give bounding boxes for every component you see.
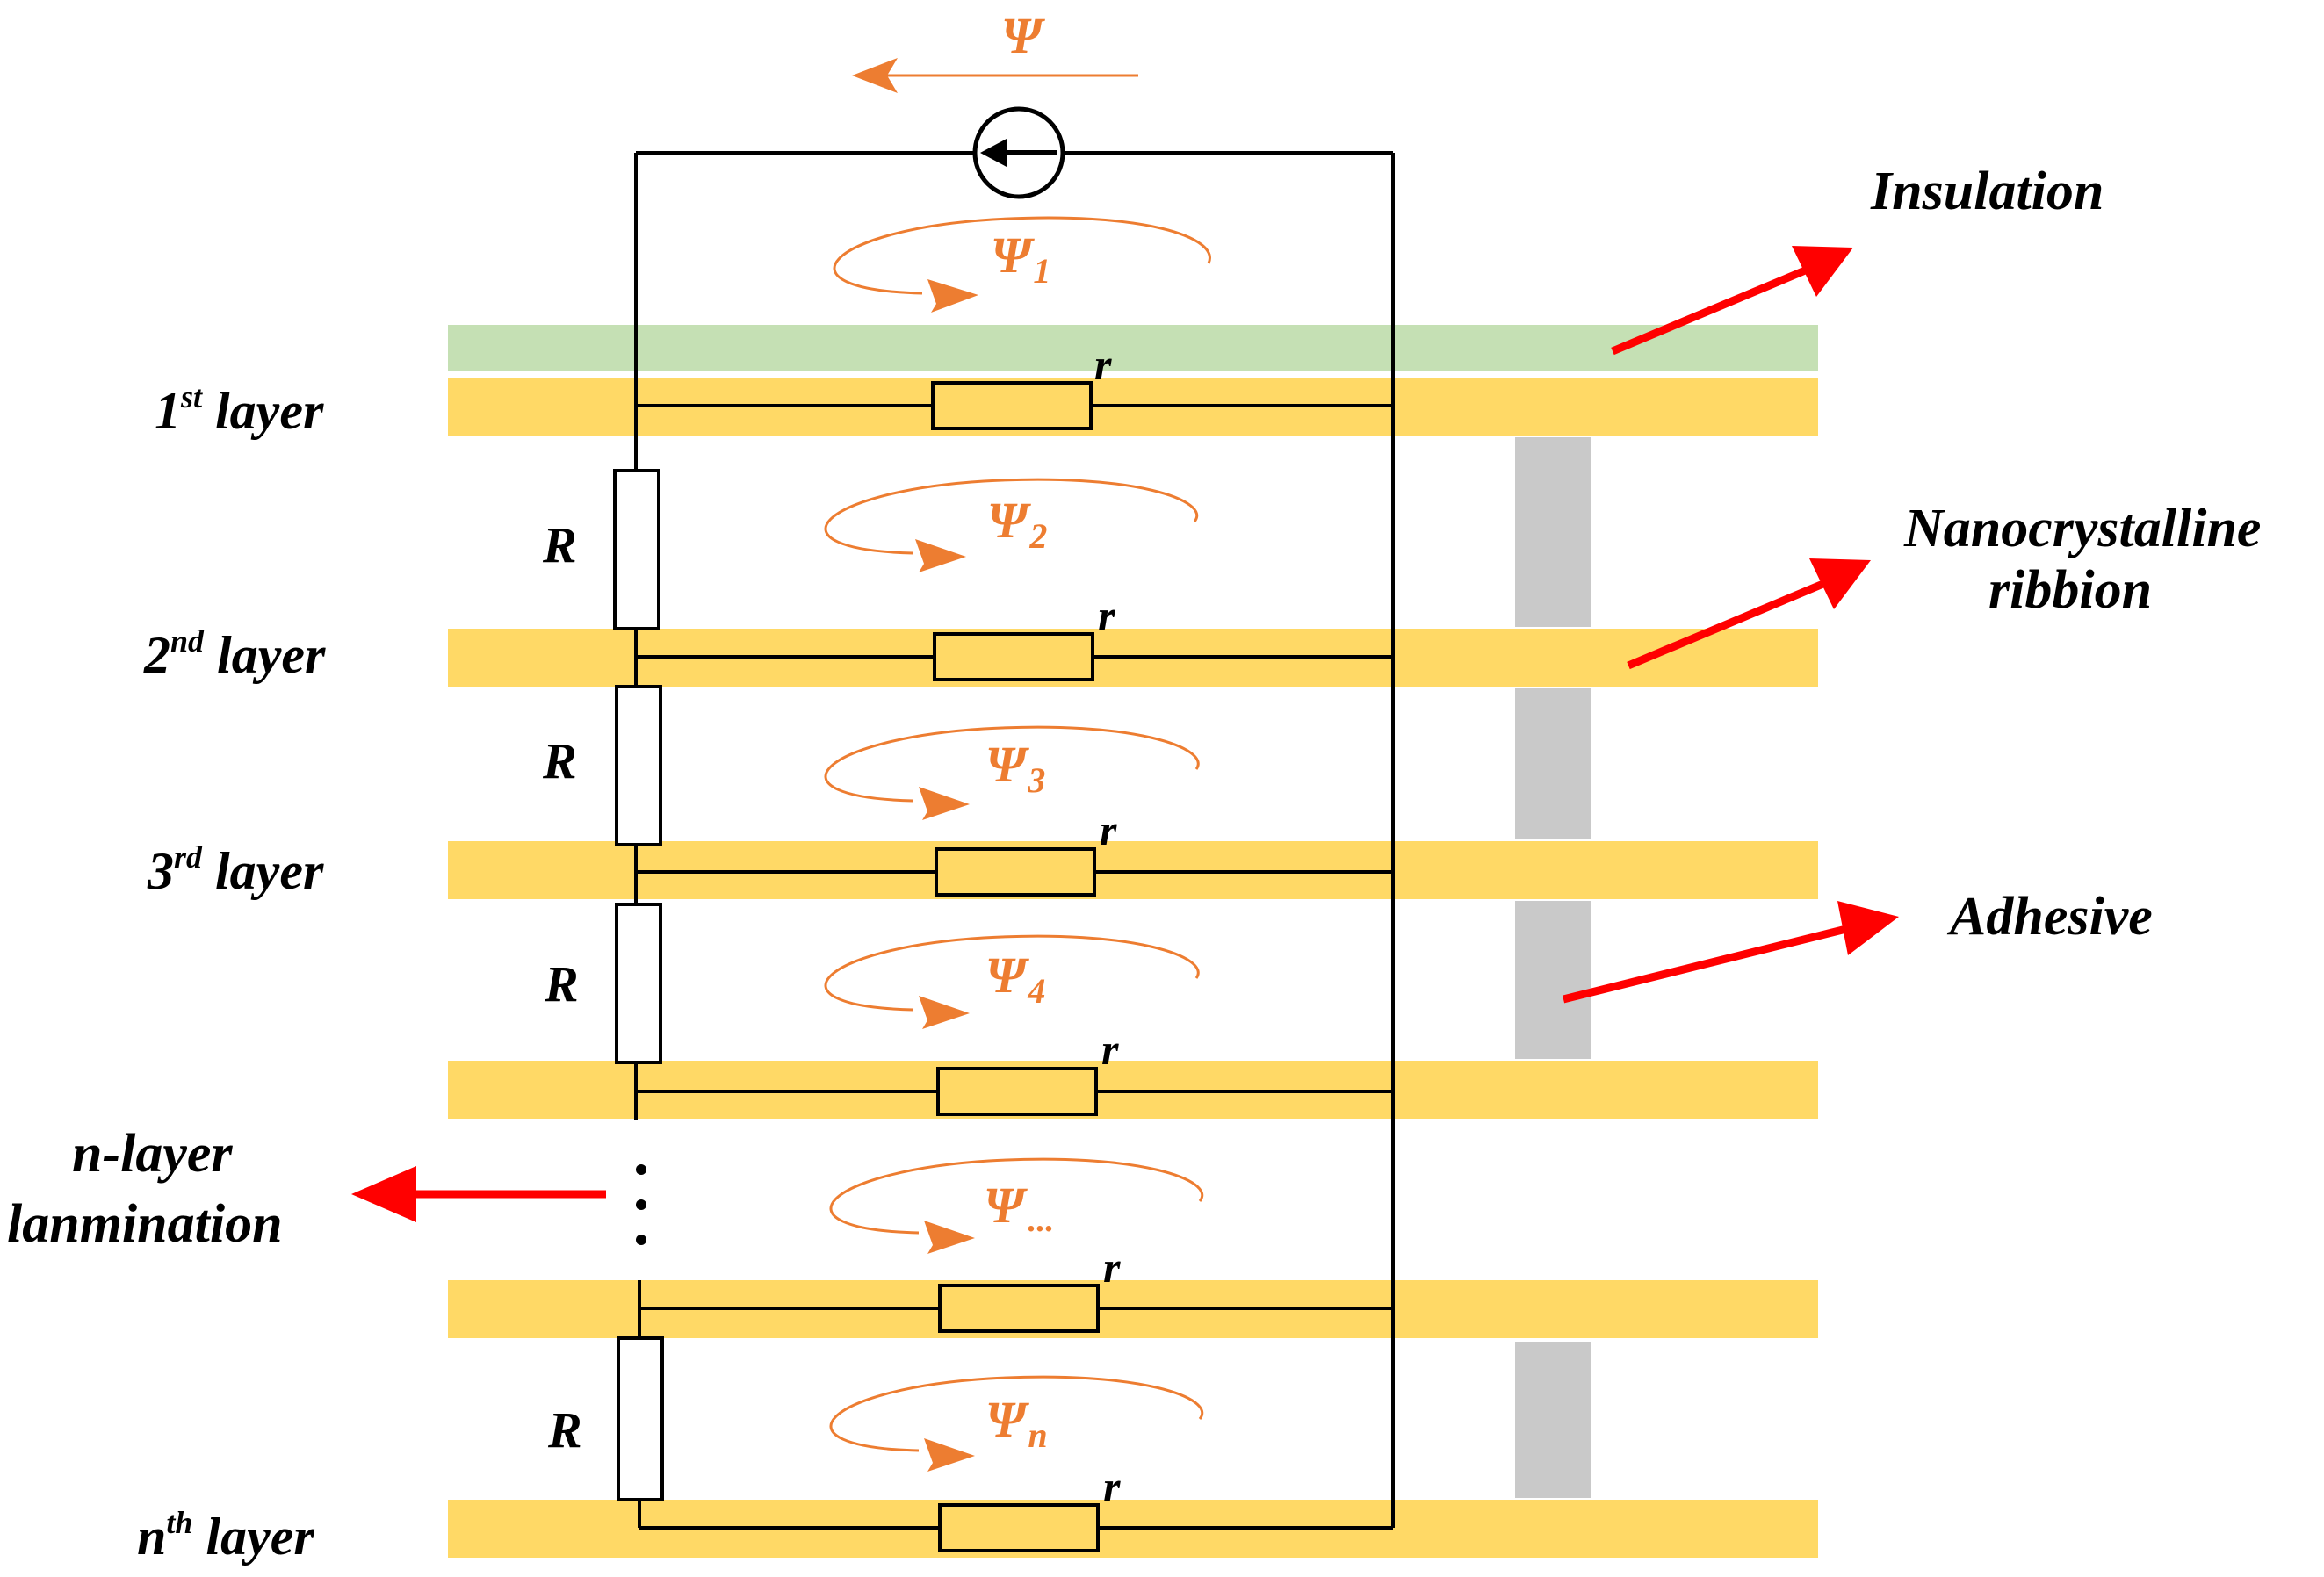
layer-label-n: nth layer — [137, 1505, 314, 1566]
r-label-3: r — [1100, 805, 1117, 854]
resistor-r-5 — [938, 1284, 1100, 1333]
R-label-3: R — [544, 955, 579, 1012]
layer-labels: 1st layer 2nd layer 3rd layer nth layer — [137, 379, 326, 1566]
adhesive-bar-4 — [1515, 1342, 1591, 1498]
loop-flux-1: Ψ1 — [833, 216, 1211, 313]
resistor-R-n — [617, 1336, 664, 1501]
R-labels: R R R R — [542, 516, 582, 1458]
loop-flux-arrow-icon — [924, 1438, 975, 1472]
total-flux-label: Ψ — [1001, 7, 1045, 64]
circuit-wires — [634, 151, 1395, 1530]
layer-label-1: 1st layer — [155, 379, 324, 440]
insulation-strip — [448, 325, 1818, 371]
flux-left-arrow-icon — [852, 58, 898, 93]
r-label-6: r — [1103, 1462, 1121, 1511]
lamination-label-line1: n-layer — [72, 1124, 233, 1184]
ellipsis-dots — [636, 1164, 646, 1245]
resistor-r-1 — [931, 381, 1093, 430]
loop-flux-3: Ψ3 — [824, 725, 1200, 820]
resistor-r-3 — [935, 847, 1096, 897]
loop-flux-4: Ψ4 — [824, 934, 1200, 1029]
resistor-r-6 — [938, 1503, 1100, 1552]
adhesive-bar-3 — [1515, 901, 1591, 1059]
svg-text:Ψn: Ψn — [985, 1391, 1048, 1455]
adhesive-label: Adhesive — [1946, 887, 2153, 947]
r-labels: r r r r r r — [1094, 340, 1121, 1511]
loop-flux-arrow-icon — [919, 996, 970, 1029]
adhesive-bar-2 — [1515, 688, 1591, 839]
loop-flux-arrow-icon — [915, 539, 966, 572]
svg-text:Ψ4: Ψ4 — [985, 947, 1045, 1011]
r-label-4: r — [1101, 1025, 1119, 1074]
svg-text:Ψ1: Ψ1 — [991, 227, 1050, 291]
adhesive-bar-1 — [1515, 437, 1591, 627]
nanocrystalline-label-line2: ribbion — [1988, 560, 2152, 620]
loop-flux-2: Ψ2 — [824, 478, 1199, 572]
insulation-arrow-icon — [1792, 246, 1853, 297]
svg-text:Ψ...: Ψ... — [984, 1177, 1054, 1239]
nanocrystalline-label-line1: Nanocrystalline — [1903, 499, 2261, 558]
loop-fluxes: Ψ1 Ψ2 Ψ3 Ψ4 Ψ... Ψn — [824, 216, 1211, 1472]
layer-label-3: 3rd layer — [147, 839, 324, 900]
R-label-1: R — [542, 516, 577, 573]
svg-text:Ψ2: Ψ2 — [987, 492, 1047, 556]
loop-flux-arrow-icon — [919, 787, 970, 820]
callouts: Insulation Nanocrystalline ribbion Adhes… — [7, 162, 2261, 1254]
horizontal-resistors — [931, 381, 1100, 1552]
callout-nanocrystalline: Nanocrystalline ribbion — [1627, 499, 2261, 670]
R-label-n: R — [547, 1401, 582, 1458]
r-label-2: r — [1098, 591, 1115, 640]
loop-flux-arrow-icon — [924, 1221, 975, 1254]
total-flux: Ψ — [852, 7, 1138, 93]
loop-flux-arrow-icon — [927, 279, 978, 313]
current-source — [972, 106, 1065, 199]
R-label-2: R — [542, 732, 577, 789]
resistor-r-4 — [936, 1067, 1098, 1116]
vertical-resistors — [613, 469, 664, 1501]
layer-label-2: 2nd layer — [143, 623, 326, 684]
resistor-r-2 — [933, 632, 1094, 681]
adhesive-arrow-icon — [1837, 901, 1899, 955]
resistor-R-1 — [613, 469, 660, 630]
current-source-arrow-icon — [980, 139, 1007, 167]
insulation-label: Insulation — [1870, 162, 2104, 221]
r-label-5: r — [1103, 1242, 1121, 1292]
loop-flux-ellipsis: Ψ... — [829, 1157, 1204, 1254]
lamination-label-line2: lanmination — [7, 1194, 283, 1254]
callout-lamination: n-layer lanmination — [7, 1124, 606, 1254]
nanocrystalline-arrow-icon — [1809, 558, 1871, 609]
resistor-R-2 — [615, 685, 662, 846]
resistor-R-3 — [615, 903, 662, 1064]
r-label-1: r — [1094, 340, 1112, 389]
svg-text:Ψ3: Ψ3 — [985, 736, 1045, 800]
adhesive-bars — [1515, 437, 1591, 1498]
callout-adhesive: Adhesive — [1562, 887, 2153, 1004]
loop-flux-n: Ψn — [829, 1375, 1204, 1472]
lamination-arrow-icon — [351, 1166, 416, 1222]
callout-insulation: Insulation — [1611, 162, 2104, 356]
